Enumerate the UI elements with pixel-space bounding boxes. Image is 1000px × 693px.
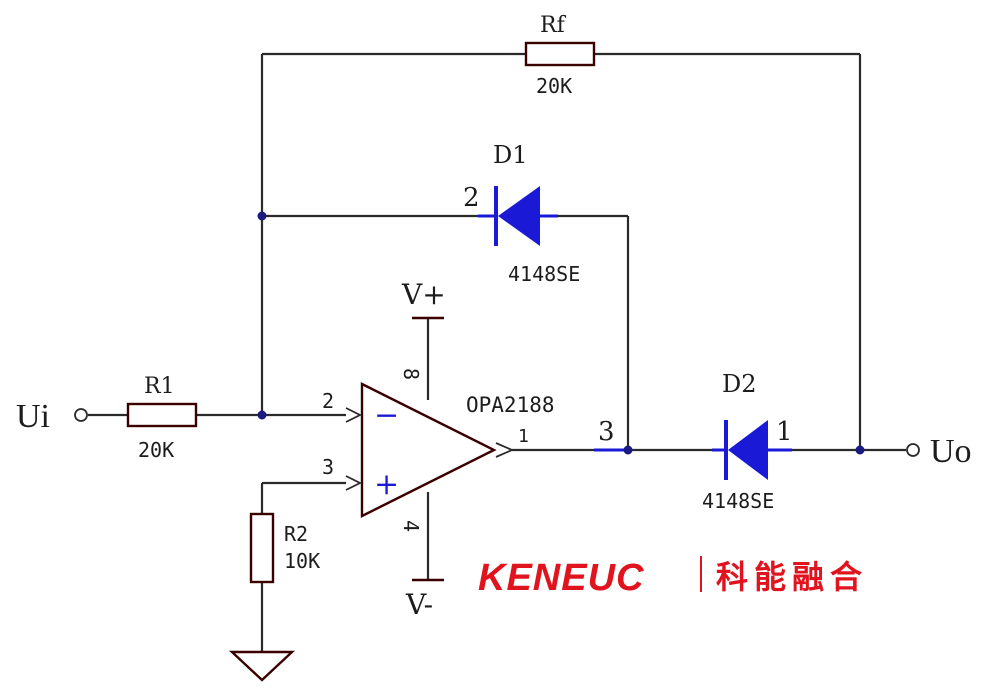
opamp-noninv-pin-arrow [345, 475, 363, 491]
diode-d2 [712, 420, 792, 480]
resistor-r1 [126, 402, 198, 428]
logo-brand-text: KENEUC [478, 557, 644, 599]
r1-value: 20K [138, 438, 174, 462]
opamp-out-pin-arrow [495, 442, 515, 458]
brand-logo: KENEUC 科能融合 [478, 556, 868, 599]
d2-part: 4148SE [702, 489, 774, 513]
d1-pin-left: 2 [463, 183, 480, 213]
opamp-pin-vminus: 4 [399, 520, 423, 532]
opamp [345, 382, 515, 518]
opamp-inv-sign: − [374, 398, 399, 433]
opamp-inv-pin-arrow [345, 407, 363, 423]
resistor-rf [524, 41, 596, 67]
opamp-pin-inv: 2 [322, 389, 334, 413]
opamp-pin-noninv: 3 [322, 455, 334, 479]
opamp-pin-vplus: 8 [399, 368, 423, 380]
opamp-part: OPA2188 [466, 393, 555, 417]
opamp-noninv-sign: + [374, 467, 399, 502]
d1-name: D1 [493, 141, 528, 169]
r2-value: 10K [284, 549, 320, 573]
diode-d2-body [728, 420, 768, 480]
output-label: Uo [930, 433, 972, 470]
diode-d1-body [498, 186, 540, 246]
rf-name: Rf [540, 13, 567, 38]
rf-value: 20K [536, 74, 572, 98]
node-3-label: 3 [598, 417, 615, 447]
junction-uo-node [855, 445, 865, 455]
d2-name: D2 [722, 370, 757, 398]
terminal-input [74, 408, 88, 422]
junction-input-node [257, 410, 267, 420]
r2-name: R2 [284, 522, 308, 546]
vminus-label: V- [405, 588, 433, 621]
opamp-pin-out: 1 [518, 426, 529, 447]
opamp-triangle [360, 382, 497, 518]
d2-pin-right: 1 [776, 417, 793, 447]
diode-d1 [478, 186, 558, 246]
junction-d1-node [257, 211, 267, 221]
logo-chinese-text: 科能融合 [716, 558, 868, 596]
r1-name: R1 [144, 374, 175, 399]
wires [88, 52, 906, 652]
ground-symbol [228, 650, 296, 682]
junction-output-node [623, 445, 633, 455]
terminal-output [906, 443, 920, 457]
d1-part: 4148SE [508, 262, 580, 286]
resistor-r2 [249, 512, 275, 584]
input-label: Ui [16, 398, 50, 435]
vplus-label: V+ [401, 278, 446, 311]
